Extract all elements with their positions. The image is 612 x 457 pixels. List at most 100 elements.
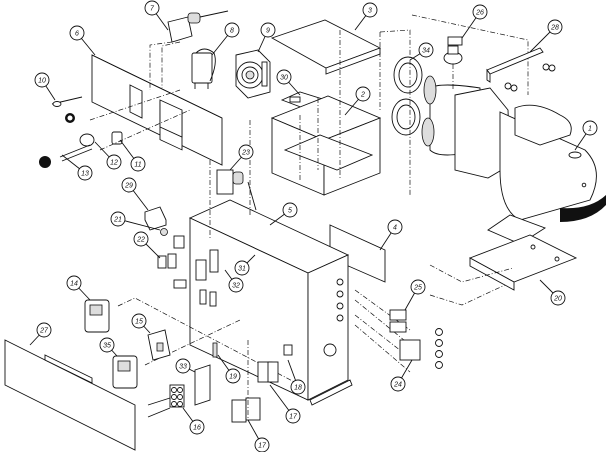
callout-bubble	[260, 22, 276, 38]
callout-18: 18	[287, 359, 306, 395]
callout-number: 33	[179, 364, 187, 371]
callout-bubble	[582, 120, 598, 136]
callout-19: 19	[217, 354, 241, 384]
callout-bubble	[69, 25, 85, 41]
callout-bubble	[276, 69, 292, 85]
union-nuts	[339, 29, 423, 195]
callout-5: 5	[269, 202, 298, 226]
high-limit-switch	[209, 120, 257, 240]
callout-16: 16	[182, 407, 205, 435]
callout-bubble	[77, 165, 93, 181]
callout-bubble	[362, 2, 378, 18]
callout-bubble	[418, 42, 434, 58]
motor-base-plate	[429, 234, 578, 306]
relays	[231, 340, 293, 423]
callout-bubble	[133, 231, 149, 247]
callout-27: 27	[29, 322, 52, 346]
callout-number: 17	[258, 443, 267, 450]
callout-bubble	[238, 144, 254, 160]
callout-number: 34	[422, 48, 430, 55]
callout-number: 29	[124, 183, 133, 190]
callout-number: 17	[289, 414, 298, 421]
callout-10: 10	[34, 72, 56, 101]
callout-15: 15	[131, 313, 151, 334]
callout-number: 25	[413, 285, 422, 292]
callout-bubble	[355, 86, 371, 102]
callout-bubble	[130, 156, 146, 172]
callout-number: 8	[230, 28, 234, 35]
callout-35: 35	[99, 337, 118, 357]
front-switches	[144, 206, 187, 289]
callout-bubble	[144, 0, 160, 16]
callout-30: 30	[276, 69, 301, 96]
callout-number: 30	[280, 75, 288, 82]
pump-motor	[421, 75, 606, 245]
callout-20: 20	[539, 279, 566, 306]
callout-number: 15	[135, 319, 143, 326]
callout-17: 17	[247, 419, 270, 453]
callout-7: 7	[144, 0, 169, 31]
callout-9: 9	[257, 22, 276, 53]
small-parts-left	[39, 89, 191, 168]
callout-31: 31	[234, 254, 256, 276]
callout-number: 28	[550, 25, 559, 32]
contactors	[84, 297, 301, 389]
callout-4: 4	[379, 219, 403, 251]
callout-17: 17	[269, 384, 301, 424]
callout-bubble	[390, 376, 406, 392]
callout-6: 6	[69, 25, 96, 56]
callout-number: 3	[368, 8, 372, 15]
callout-number: 16	[193, 425, 201, 432]
callout-24: 24	[390, 359, 413, 392]
callout-12: 12	[94, 141, 122, 170]
callout-number: 18	[294, 385, 302, 392]
callout-number: 14	[70, 281, 78, 288]
callout-bubble	[472, 4, 488, 20]
callout-3: 3	[354, 2, 378, 31]
mounting-bracket	[486, 47, 556, 92]
transformer	[147, 329, 171, 361]
callout-22: 22	[133, 231, 161, 259]
callout-33: 33	[175, 358, 196, 374]
thermostat	[149, 10, 229, 90]
callout-number: 6	[75, 31, 79, 38]
callout-bubble	[410, 279, 426, 295]
callout-number: 5	[288, 208, 292, 215]
callout-bubble	[36, 322, 52, 338]
callout-bubble	[225, 368, 241, 384]
callout-number: 22	[136, 237, 145, 244]
callout-bubble	[228, 277, 244, 293]
callout-number: 10	[38, 78, 46, 85]
callout-8: 8	[211, 22, 240, 56]
callout-number: 19	[229, 374, 237, 381]
callout-number: 4	[393, 225, 397, 232]
callout-2: 2	[344, 86, 371, 116]
callout-number: 11	[134, 162, 141, 169]
callout-29: 29	[121, 177, 149, 211]
fitting-blocks	[389, 309, 443, 369]
callout-26: 26	[461, 4, 488, 39]
callout-number: 35	[103, 343, 111, 350]
callout-14: 14	[66, 275, 91, 301]
callout-number: 9	[266, 28, 270, 35]
callout-bubble	[175, 358, 191, 374]
callout-number: 21	[113, 217, 122, 224]
callout-1: 1	[574, 120, 598, 151]
callout-23: 23	[229, 144, 254, 171]
callout-number: 20	[553, 296, 562, 303]
callout-number: 31	[238, 266, 246, 273]
callout-bubble	[131, 313, 147, 329]
relay	[191, 48, 216, 89]
callout-number: 1	[588, 126, 592, 133]
front-panel	[91, 54, 223, 166]
heater-box	[270, 95, 382, 196]
callout-11: 11	[119, 139, 146, 172]
callout-bubble	[234, 260, 250, 276]
callout-number: 27	[39, 328, 49, 335]
callout-bubble	[285, 408, 301, 424]
terminal-block	[147, 364, 211, 418]
spring	[212, 342, 218, 358]
callout-number: 23	[241, 150, 250, 157]
